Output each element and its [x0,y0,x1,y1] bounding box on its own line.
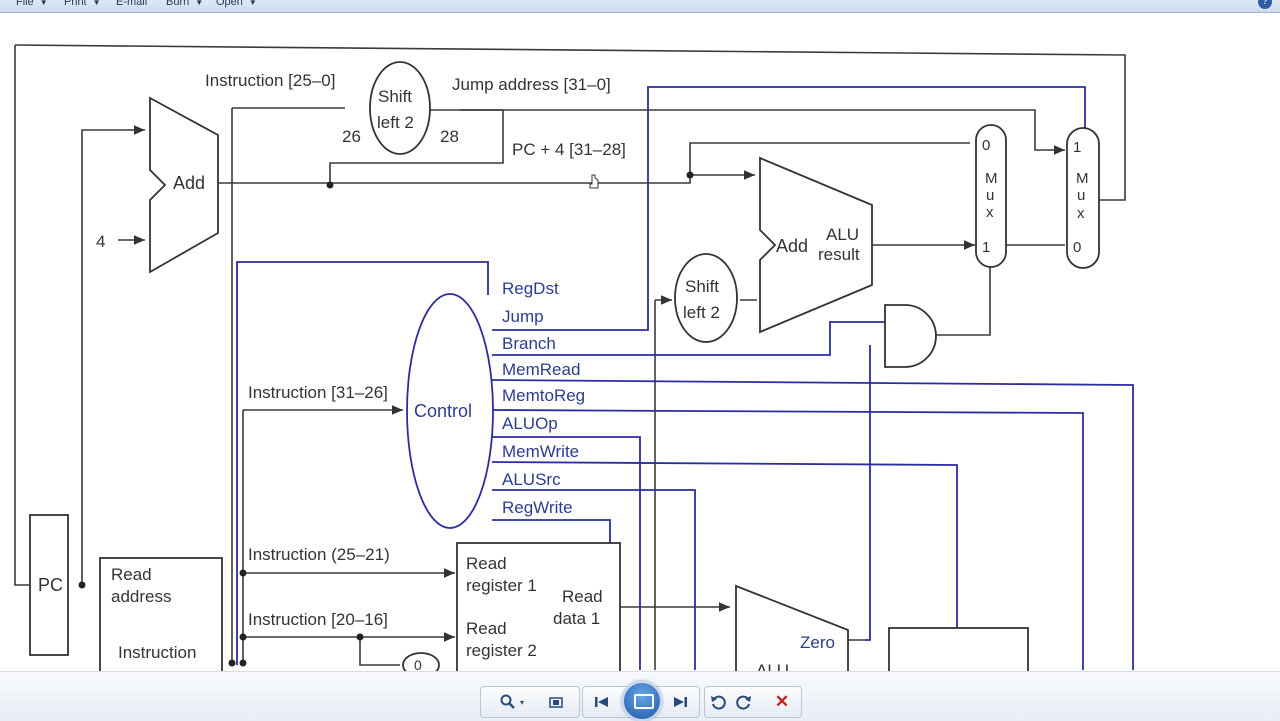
chevron-down-icon: ▼ [248,0,257,7]
label-instruction-mem: Instruction [118,643,196,662]
label-mux-x: x [986,204,994,221]
label-read-reg1b: register 1 [466,576,537,595]
next-icon[interactable] [667,687,693,717]
label-control: Control [414,401,472,421]
label-shift2-top: Shift [685,277,719,296]
menu-print-label: Print [64,0,87,8]
label-instr-31-26: Instruction [31–26] [248,383,388,402]
label-mux2-u: u [1077,187,1085,204]
data-memory [888,627,1029,689]
label-pc4: PC + 4 [31–28] [512,140,626,159]
label-26: 26 [342,127,361,146]
label-read-reg1a: Read [466,554,507,573]
label-mux2-0: 0 [1073,239,1081,256]
shift-left2-jump [369,61,431,155]
label-mux2-m: M [1076,170,1089,187]
signal-branch: Branch [502,334,556,353]
instruction-memory [99,557,223,679]
edit-group: ✕ [704,686,802,718]
signal-regwrite: RegWrite [502,498,573,517]
menu-open-label: Open [216,0,243,8]
datapath-diagram: Instruction [25–0] Shift left 2 Jump add… [14,44,1134,691]
label-mux2-1: 1 [1073,139,1081,156]
label-instr-25-0: Instruction [25–0] [205,71,335,90]
signal-memwrite: MemWrite [502,442,579,461]
label-instr-20-16: Instruction [20–16] [248,610,388,629]
label-shift-top: Shift [378,87,412,106]
pc-register [29,514,69,656]
menu-print[interactable]: Print ▼ [64,0,101,8]
label-read-data1b: data 1 [553,609,600,628]
label-read-address2: address [111,587,171,606]
menu-bar: File ▼ Print ▼ E-mail Burn ▼ Open ▼ ? [0,0,1280,13]
label-mux2-x: x [1077,205,1085,222]
label-read-address1: Read [111,565,152,584]
label-zero: Zero [800,633,835,652]
label-add: Add [173,173,205,193]
menu-file-label: File [16,0,34,8]
fit-window-icon[interactable] [543,687,569,717]
delete-icon[interactable]: ✕ [774,692,790,711]
control-signals: RegDst Jump Branch MemRead MemtoReg ALUO… [502,279,585,517]
chevron-down-icon[interactable]: ▾ [519,697,524,707]
label-read-reg2b: register 2 [466,641,537,660]
label-read-data1a: Read [562,587,603,606]
label-mux-u: u [986,187,994,204]
hand-cursor-icon [589,174,599,189]
menu-email-label: E-mail [116,0,148,8]
chevron-down-icon: ▼ [39,0,48,7]
label-shift2-bot: left 2 [683,303,720,322]
label-jump-address: Jump address [31–0] [452,75,611,94]
menu-email[interactable]: E-mail [116,0,147,8]
label-alu-result1: ALU [826,225,859,244]
label-pc: PC [38,575,63,595]
signal-alusrc: ALUSrc [502,470,561,489]
slideshow-icon[interactable] [622,681,662,721]
diagram-labels: Instruction [25–0] Shift left 2 Jump add… [38,71,1089,680]
label-shift-bot: left 2 [377,113,414,132]
and-gate [884,304,937,368]
label-mux-m: M [985,170,998,187]
signal-memread: MemRead [502,360,580,379]
previous-icon[interactable] [589,687,615,717]
menu-burn[interactable]: Burn ▼ [166,0,203,8]
control-wires [236,86,1134,670]
label-28: 28 [440,127,459,146]
branch-adder [759,156,873,334]
signal-memtoreg: MemtoReg [502,386,585,405]
signal-jump: Jump [502,307,544,326]
image-viewer: Instruction [25–0] Shift left 2 Jump add… [0,13,1280,691]
main-alu [735,584,849,691]
label-instr-25-21: Instruction (25–21) [248,545,390,564]
rotate-ccw-icon[interactable] [705,687,731,717]
black-wires [14,44,1126,670]
zoom-group: ▾ [480,686,580,718]
label-read-reg2a: Read [466,619,507,638]
label-small-mux0: 0 [414,657,422,671]
menu-burn-label: Burn [166,0,190,8]
help-icon[interactable]: ? [1258,0,1272,9]
mux-jump [1066,127,1100,269]
wire-junctions [78,171,694,667]
menu-file[interactable]: File ▼ [16,0,48,8]
shift-left2-branch [674,253,738,343]
signal-regdst: RegDst [502,279,559,298]
magnifier-icon[interactable] [495,687,521,717]
chevron-down-icon: ▼ [92,0,101,7]
label-alu-result2: result [818,245,860,264]
mux-branch [975,124,1007,268]
rotate-cw-icon[interactable] [731,687,757,717]
register-file [456,542,621,684]
chevron-down-icon: ▼ [195,0,204,7]
label-alu-partial: ALU [756,661,789,671]
label-alu-add: Add [776,236,808,256]
control-unit [406,293,494,529]
signal-aluop: ALUOp [502,414,558,433]
add-pc-unit [149,96,219,274]
menu-open[interactable]: Open ▼ [216,0,257,8]
label-mux-1: 1 [982,239,990,256]
label-four: 4 [96,232,105,251]
label-mux-0: 0 [982,137,990,154]
